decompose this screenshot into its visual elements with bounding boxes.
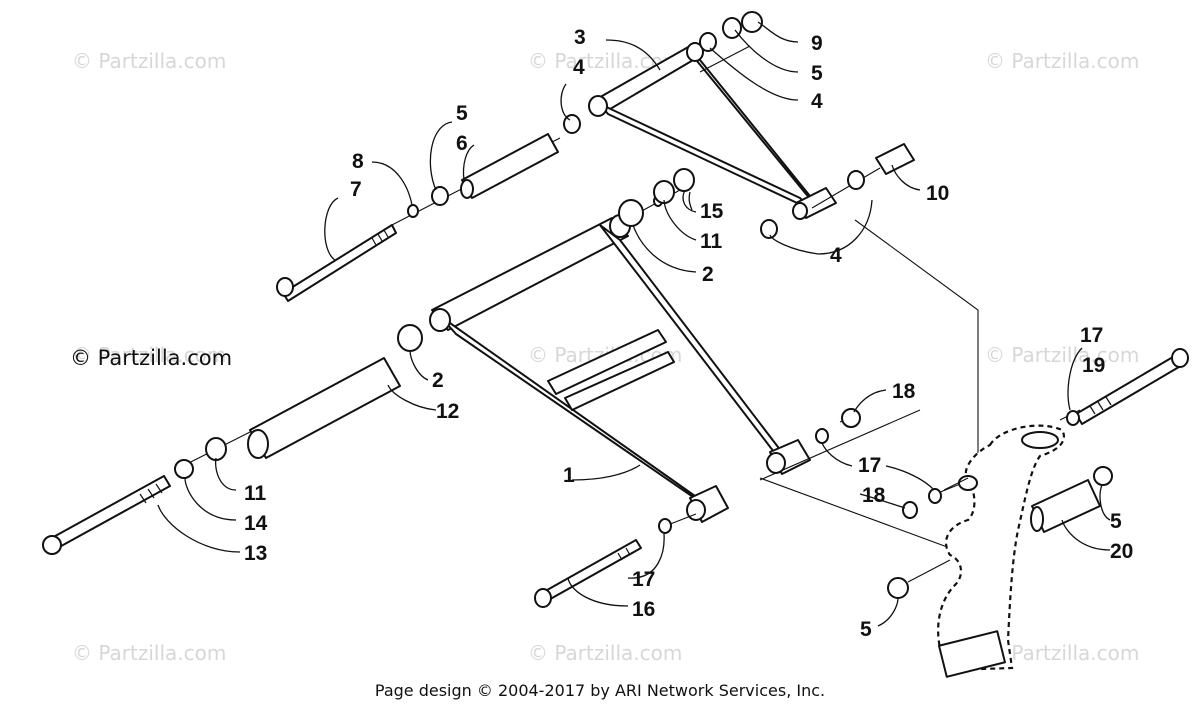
watermark: © Partzilla.com — [985, 49, 1139, 73]
callout-11: 11 — [244, 482, 267, 505]
callout-4: 4 — [573, 56, 585, 79]
footer-copyright: Page design © 2004-2017 by ARI Network S… — [375, 681, 825, 700]
watermark: © Partzilla.com — [72, 641, 226, 665]
upper-hardware — [276, 11, 915, 302]
callout-5: 5 — [1110, 510, 1122, 533]
watermark: © Partzilla.com — [528, 641, 682, 665]
callout-5: 5 — [456, 102, 468, 125]
callout-15: 15 — [700, 200, 724, 223]
callout-1: 1 — [563, 464, 575, 487]
callout-17: 17 — [1080, 324, 1103, 347]
callout-14: 14 — [244, 512, 268, 535]
callout-9: 9 — [811, 32, 823, 55]
callout-11: 11 — [700, 230, 723, 253]
callout-17: 17 — [632, 568, 655, 591]
callout-5: 5 — [811, 62, 823, 85]
watermark: © Partzilla.com — [72, 343, 226, 367]
callout-17: 17 — [858, 454, 881, 477]
callout-7: 7 — [350, 178, 362, 201]
callout-10: 10 — [926, 182, 949, 205]
brand-label: © Partzilla.com — [70, 346, 232, 370]
callout-2: 2 — [432, 369, 444, 392]
callout-18: 18 — [862, 484, 886, 507]
callout-12: 12 — [436, 400, 459, 423]
axis-lines — [174, 45, 1081, 583]
callout-2: 2 — [702, 263, 714, 286]
callout-6: 6 — [456, 132, 468, 155]
callout-16: 16 — [632, 598, 655, 621]
callout-19: 19 — [1082, 354, 1105, 377]
callout-18: 18 — [892, 380, 916, 403]
callout-4: 4 — [811, 90, 823, 113]
steering-knuckle — [937, 424, 1066, 678]
callout-8: 8 — [352, 150, 364, 173]
upper-a-arm — [588, 42, 837, 220]
callout-3: 3 — [574, 26, 586, 49]
watermark: © Partzilla.com — [72, 49, 226, 73]
callout-4: 4 — [830, 244, 842, 267]
lower-a-arm — [429, 214, 811, 523]
watermark: © Partzilla.com — [985, 343, 1139, 367]
callout-5: 5 — [860, 618, 872, 641]
callout-13: 13 — [244, 542, 267, 565]
callout-numbers: 1 2 2 3 4 4 4 5 5 5 5 6 7 8 9 10 11 11 1… — [244, 26, 1133, 641]
leader-lines — [157, 21, 1111, 627]
callout-20: 20 — [1110, 540, 1133, 563]
